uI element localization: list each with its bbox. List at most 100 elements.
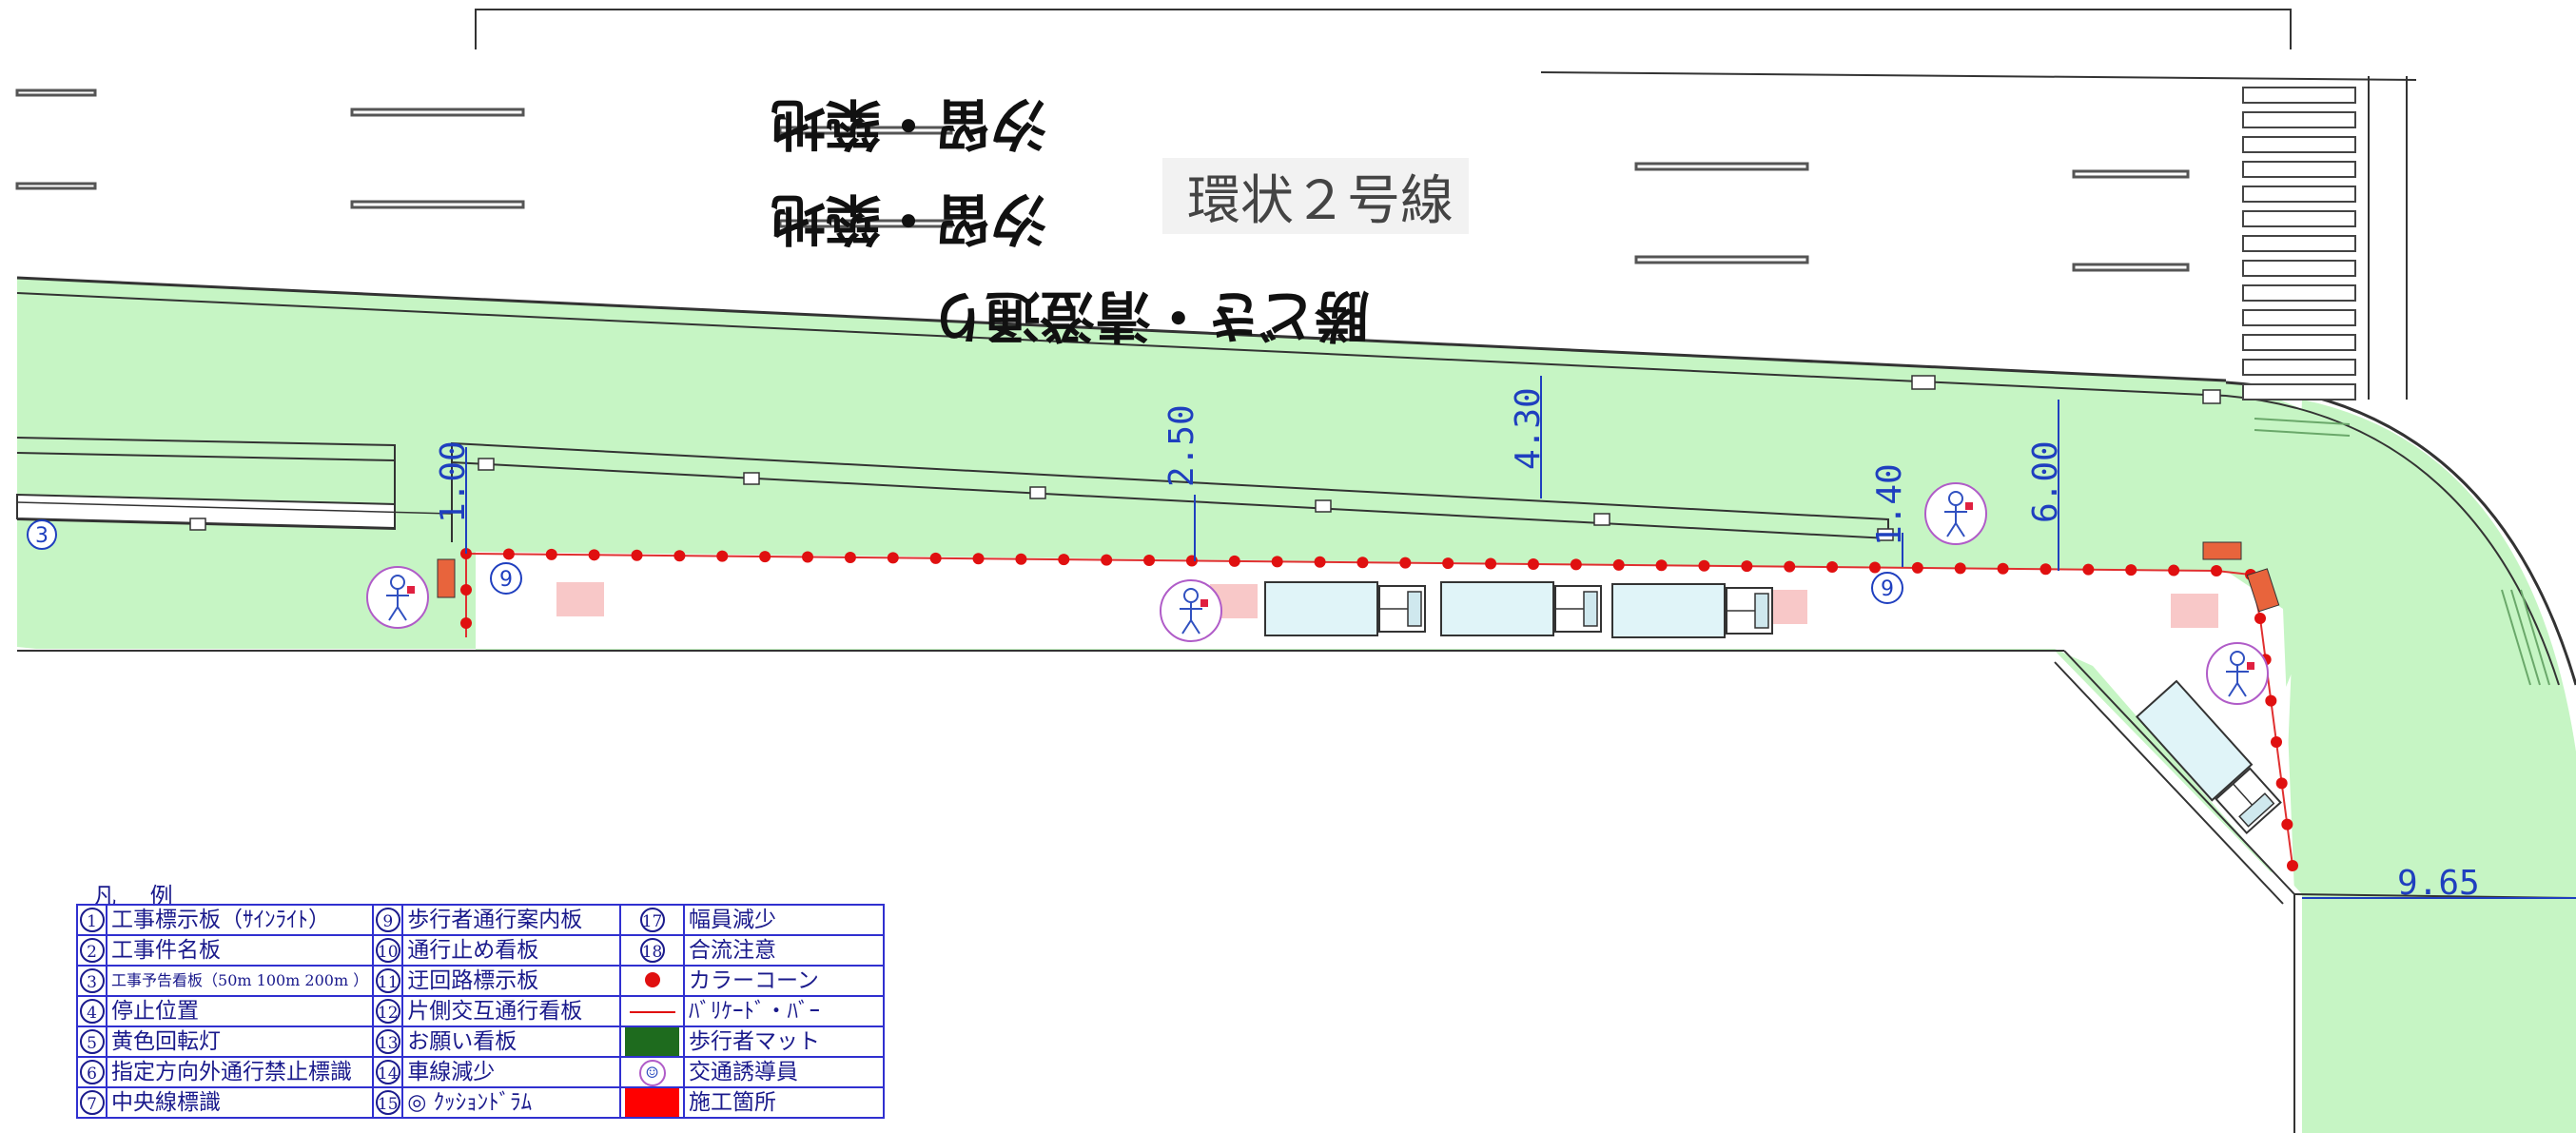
cone [1741,560,1753,573]
cone [716,550,729,562]
cone [1997,562,2009,575]
legend-number-badge: 5 [79,1029,105,1054]
cone [1784,560,1796,573]
dimension-2: 2.50 [1162,404,1201,487]
cone [844,551,856,563]
cone-icon [644,972,660,987]
legend-number: 4 [75,995,108,1027]
cone [1442,557,1454,570]
legend-number: 12 [372,995,404,1027]
cone [2254,613,2266,624]
legend-symbol [618,1086,686,1119]
legend-label: ◎ ｸｯｼｮﾝﾄﾞﾗﾑ [401,1086,621,1119]
dimension-4: 1.40 [1870,463,1909,546]
traffic-guard-4 [2206,642,2269,705]
legend-label: 合流注意 [683,934,885,967]
legend-number: 18 [618,934,686,967]
cone [2211,565,2222,576]
legend-label: 通行止め看板 [401,934,621,967]
legend-number: 13 [372,1026,404,1058]
cone [2281,818,2293,830]
cone [1698,559,1710,572]
planting-hatch [2254,418,2550,686]
legend-number-badge: 13 [375,1029,400,1054]
svg-text:9: 9 [1881,577,1894,601]
cone [1058,554,1070,566]
legend-number: 11 [372,965,404,997]
cone [1143,555,1156,567]
cone [2039,563,2052,576]
traffic-guard-1 [366,566,429,629]
road-marking-1: 汐留・築地 [771,91,1046,156]
barricade-bar-icon [629,1011,675,1013]
legend-number-badge: 15 [375,1090,400,1115]
road-marking-3: 勝どき・清澄通り [930,283,1370,348]
legend-number-badge: 12 [375,999,400,1024]
cone [1527,557,1539,570]
dimension-5: 6.00 [2026,440,2065,523]
cone [460,617,472,629]
legend-symbol [618,1026,686,1058]
legend-number: 5 [75,1026,108,1058]
svg-text:3: 3 [35,524,49,548]
cone [2168,564,2180,576]
legend-number-badge: 4 [79,999,105,1024]
dimension-6: 9.65 [2397,864,2480,903]
legend-number-badge: 1 [79,908,105,932]
cone [545,548,557,560]
legend-number-badge: 17 [639,908,665,932]
legend-number: 14 [372,1056,404,1088]
cone [1101,554,1113,566]
road-marking-2: 汐留・築地 [771,186,1046,251]
legend-label: 片側交互通行看板 [401,995,621,1027]
lane-markings [15,88,2190,272]
cone [2275,777,2288,790]
pedestrian-mat-swatch [624,1027,680,1056]
road-name: 環状２号線 [1187,170,1454,232]
cone [1485,557,1497,570]
legend-number: 17 [618,904,686,936]
work-area-marks [556,582,2218,628]
legend-label: 工事標示板（ｻｲﾝﾗｲﾄ） [106,904,375,936]
cone [460,584,472,596]
cone [1356,557,1369,569]
legend-label: 歩行者マット [683,1026,885,1058]
legend-symbol: ☺ [618,1056,686,1088]
legend-label: 黄色回転灯 [106,1026,375,1058]
traffic-guard-2 [1160,579,1222,642]
cone [2265,694,2277,707]
cone [929,552,942,564]
cone [759,551,771,563]
cone [2082,563,2095,576]
dimension-1: 1.00 [434,440,473,523]
legend-number: 6 [75,1056,108,1088]
cone [2287,860,2298,871]
legend-label: 工事件名板 [106,934,375,967]
building-outline [475,9,2292,49]
legend-label: 車線減少 [401,1056,621,1088]
crosswalk [2242,87,2356,400]
marker-3: 3 [27,519,57,550]
construction-area-swatch [624,1088,680,1117]
legend-number-badge: 3 [79,968,105,993]
legend-symbol [618,965,686,997]
cone [1612,558,1625,571]
legend-number-badge: 6 [79,1060,105,1084]
cone [1570,558,1582,571]
truck-3 [1611,583,1773,638]
cone [1228,555,1240,567]
legend-label: ﾊﾞﾘｹｰﾄﾞ・ﾊﾞｰ [683,995,885,1027]
legend-label: 指定方向外通行禁止標識 [106,1056,375,1088]
legend-number: 2 [75,934,108,967]
legend-number-badge: 14 [375,1060,400,1084]
cone [2271,736,2282,748]
legend-number: 1 [75,904,108,936]
